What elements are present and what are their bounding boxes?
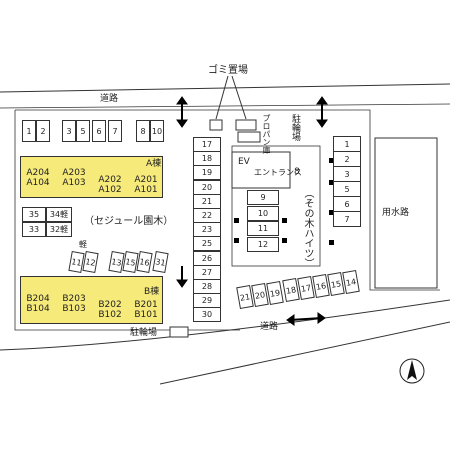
- parking-slot-right-column: 5: [333, 181, 361, 197]
- road-bottom-inner: [159, 321, 450, 385]
- bike-box-bottom: [169, 326, 189, 338]
- unit-a-3: A202 A102: [98, 175, 122, 195]
- ev-building: [231, 151, 291, 189]
- marker-dots: [234, 158, 334, 245]
- parking-slot-center-block: 11: [247, 221, 279, 236]
- parking-slot-top-left: 6: [92, 120, 106, 142]
- parking-slot-center-column: 21: [193, 193, 221, 209]
- parking-slot-right-column: 7: [333, 211, 361, 227]
- parking-slot-center-column: 22: [193, 208, 221, 223]
- unit-b-3: B202 B102: [98, 300, 122, 320]
- a-tou-label: A棟: [146, 159, 162, 169]
- parking-slot-middle-left: 33: [22, 222, 46, 237]
- unit-b-2: B203 B103: [62, 294, 86, 314]
- parking-slot-middle-left: 34軽: [46, 207, 72, 222]
- arrow-left-right: [286, 312, 326, 326]
- parking-slot-right-column: 1: [333, 136, 361, 152]
- garbage-label: ゴミ置場: [208, 65, 248, 76]
- entrance-label: エントランス: [254, 168, 302, 177]
- north-arrow-icon: [399, 358, 425, 384]
- parking-slot-middle-left: 35: [22, 207, 46, 222]
- parking-slot-right-column: 3: [333, 166, 361, 182]
- sonoki-heights-label: （その木ハイツ）: [302, 188, 313, 268]
- water-channel-label: 用水路: [382, 208, 410, 218]
- unit-a-4: A201 A101: [134, 175, 158, 195]
- garbage-bin-2: [235, 119, 257, 131]
- parking-slot-right-column: 2: [333, 151, 361, 167]
- parking-slot-top-left: 10: [150, 120, 164, 142]
- parking-slot-center-column: 18: [193, 151, 221, 167]
- parking-slot-center-column: 19: [193, 165, 221, 181]
- arrow-down: [176, 266, 188, 288]
- parking-slot-top-left: 2: [36, 120, 50, 142]
- parking-slot-center-block: 9: [247, 190, 279, 205]
- heights-lot: [231, 145, 321, 267]
- arrow-up-down-2: [316, 96, 328, 128]
- bike-parking-right-label: 駐輪場: [290, 114, 300, 141]
- parking-slot-top-left: 3: [62, 120, 76, 142]
- parking-slot-center-column: 20: [193, 179, 221, 195]
- parking-slot-center-column: 27: [193, 264, 221, 280]
- parking-slot-center-column: 29: [193, 293, 221, 309]
- garbage-bin-1: [209, 119, 223, 131]
- parking-slot-top-left: 7: [108, 120, 122, 142]
- parking-slot-top-left: 5: [76, 120, 90, 142]
- arrow-up-down-1: [176, 96, 188, 128]
- parking-slot-right-column: 6: [333, 196, 361, 212]
- parking-slot-center-column: 17: [193, 137, 221, 152]
- parking-slot-center-column: 26: [193, 250, 221, 266]
- sejour-label: （セジュール園木）: [84, 216, 174, 227]
- ev-number: 8: [294, 167, 300, 177]
- parking-slot-top-left: 1: [22, 120, 36, 142]
- parking-slot-center-column: 23: [193, 222, 221, 238]
- parking-slot-middle-left: 32軽: [46, 222, 72, 237]
- road-top-label: 道路: [100, 94, 119, 104]
- propane-label: プロパン庫: [262, 114, 271, 154]
- garbage-pointer-1: [215, 75, 229, 120]
- unit-b-4: B201 B101: [134, 300, 158, 320]
- b-tou-label: B棟: [144, 287, 160, 297]
- road-top-inner: [0, 103, 450, 109]
- parking-slot-center-block: 10: [247, 205, 279, 221]
- ev-label: EV: [238, 157, 250, 167]
- parking-slot-center-column: 25: [193, 236, 221, 252]
- water-channel: [374, 137, 438, 289]
- bike-parking-bottom-label: 駐輪場: [130, 328, 158, 338]
- unit-a-2: A203 A103: [62, 168, 86, 188]
- unit-a-1: A204 A104: [26, 168, 50, 188]
- propane-shed: [237, 131, 261, 143]
- parking-slot-center-column: 30: [193, 307, 221, 323]
- parking-slot-center-block: 12: [247, 236, 279, 252]
- building-b: [20, 276, 163, 324]
- property-outline: [14, 109, 440, 331]
- parking-slot-top-left: 8: [136, 120, 150, 142]
- parking-slot-center-column: 28: [193, 279, 221, 294]
- unit-b-1: B204 B104: [26, 294, 50, 314]
- garbage-pointer-2: [231, 75, 247, 120]
- road-bottom-label: 道路: [260, 322, 279, 332]
- building-a: [20, 156, 163, 198]
- kei-label: 軽: [79, 240, 87, 249]
